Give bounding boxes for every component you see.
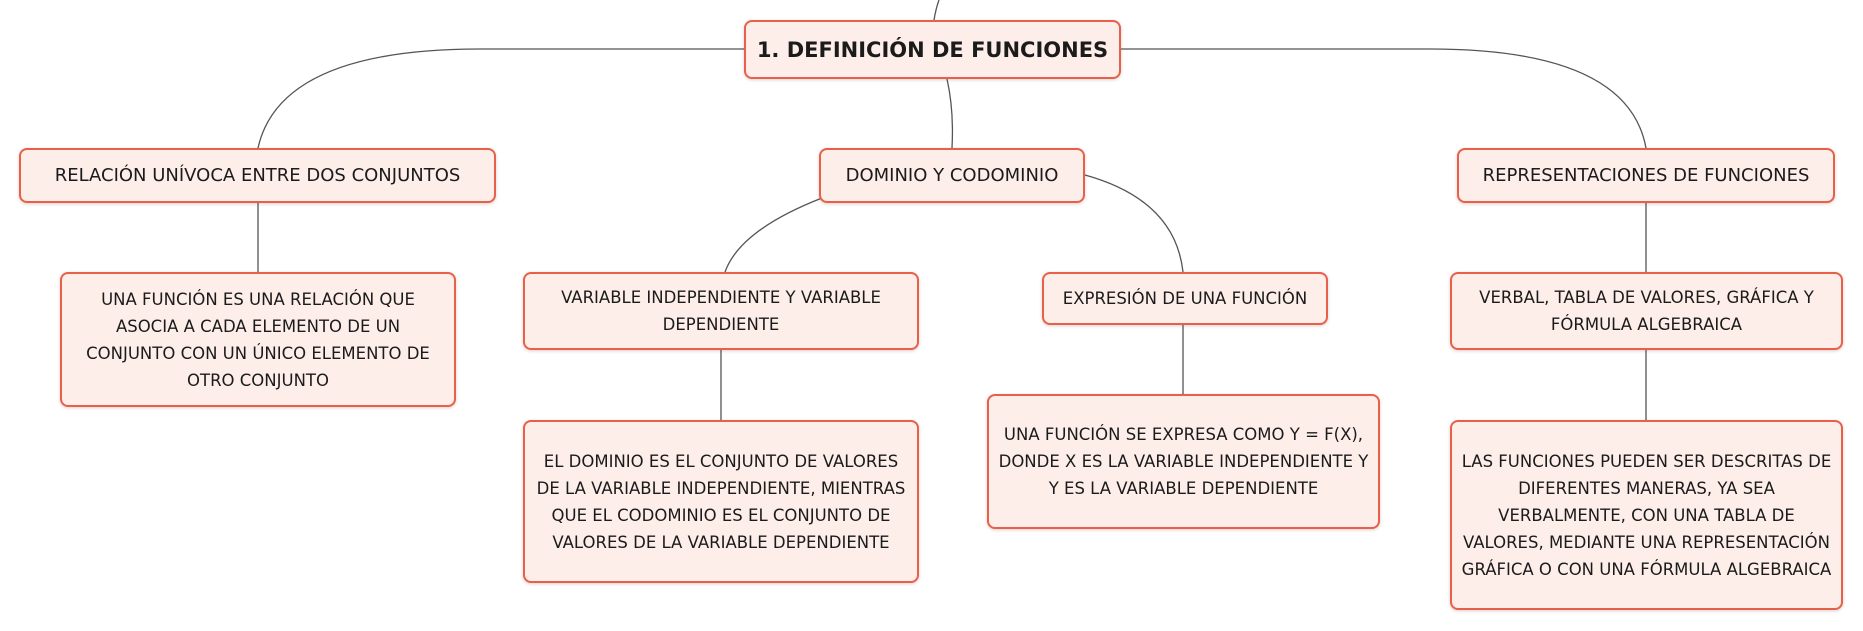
subtopic-expresion-funcion[interactable]: EXPRESIÓN DE UNA FUNCIÓN [1042, 272, 1328, 325]
topic-relacion-univoca[interactable]: RELACIÓN UNÍVOCA ENTRE DOS CONJUNTOS [19, 148, 496, 203]
connector-dominio-to-variable [724, 197, 823, 273]
topic-representaciones[interactable]: REPRESENTACIONES DE FUNCIONES [1457, 148, 1835, 203]
detail-dominio-codominio[interactable]: EL DOMINIO ES EL CONJUNTO DE VALORES DE … [523, 420, 919, 583]
topic-dominio-codominio[interactable]: DOMINIO Y CODOMINIO [819, 148, 1085, 203]
detail-formas-representacion-label: LAS FUNCIONES PUEDEN SER DESCRITAS DE DI… [1461, 451, 1832, 579]
connector-root-to-dominio [946, 78, 954, 149]
root-topic[interactable]: 1. DEFINICIÓN DE FUNCIONES [744, 20, 1121, 79]
subtopic-formas-representacion[interactable]: VERBAL, TABLA DE VALORES, GRÁFICA Y FÓRM… [1450, 272, 1843, 350]
detail-formas-representacion[interactable]: LAS FUNCIONES PUEDEN SER DESCRITAS DE DI… [1450, 420, 1843, 610]
connector-root-to-representaciones [1121, 48, 1647, 149]
topic-representaciones-label: REPRESENTACIONES DE FUNCIONES [1482, 165, 1810, 186]
detail-expresion-funcion-label: UNA FUNCIÓN SE EXPRESA COMO Y = F(X), DO… [998, 425, 1369, 498]
subtopic-definicion-funcion-label: UNA FUNCIÓN ES UNA RELACIÓN QUE ASOCIA A… [86, 289, 430, 390]
detail-dominio-codominio-label: EL DOMINIO ES EL CONJUNTO DE VALORES DE … [536, 451, 906, 552]
detail-expresion-funcion[interactable]: UNA FUNCIÓN SE EXPRESA COMO Y = F(X), DO… [987, 394, 1380, 529]
connector-dominio-to-expresion [1084, 174, 1184, 273]
subtopic-expresion-funcion-label: EXPRESIÓN DE UNA FUNCIÓN [1062, 289, 1308, 308]
root-topic-label: 1. DEFINICIÓN DE FUNCIONES [756, 37, 1109, 62]
subtopic-variable-independiente-dependiente[interactable]: VARIABLE INDEPENDIENTE Y VARIABLE DEPEND… [523, 272, 919, 350]
subtopic-definicion-funcion[interactable]: UNA FUNCIÓN ES UNA RELACIÓN QUE ASOCIA A… [60, 272, 456, 407]
subtopic-variable-independiente-dependiente-label: VARIABLE INDEPENDIENTE Y VARIABLE DEPEND… [561, 288, 881, 334]
topic-relacion-univoca-label: RELACIÓN UNÍVOCA ENTRE DOS CONJUNTOS [54, 165, 461, 186]
connector-parent-stub [933, 0, 940, 21]
subtopic-formas-representacion-label: VERBAL, TABLA DE VALORES, GRÁFICA Y FÓRM… [1479, 288, 1814, 334]
connector-root-to-relacion [257, 48, 744, 149]
topic-dominio-codominio-label: DOMINIO Y CODOMINIO [845, 165, 1059, 186]
